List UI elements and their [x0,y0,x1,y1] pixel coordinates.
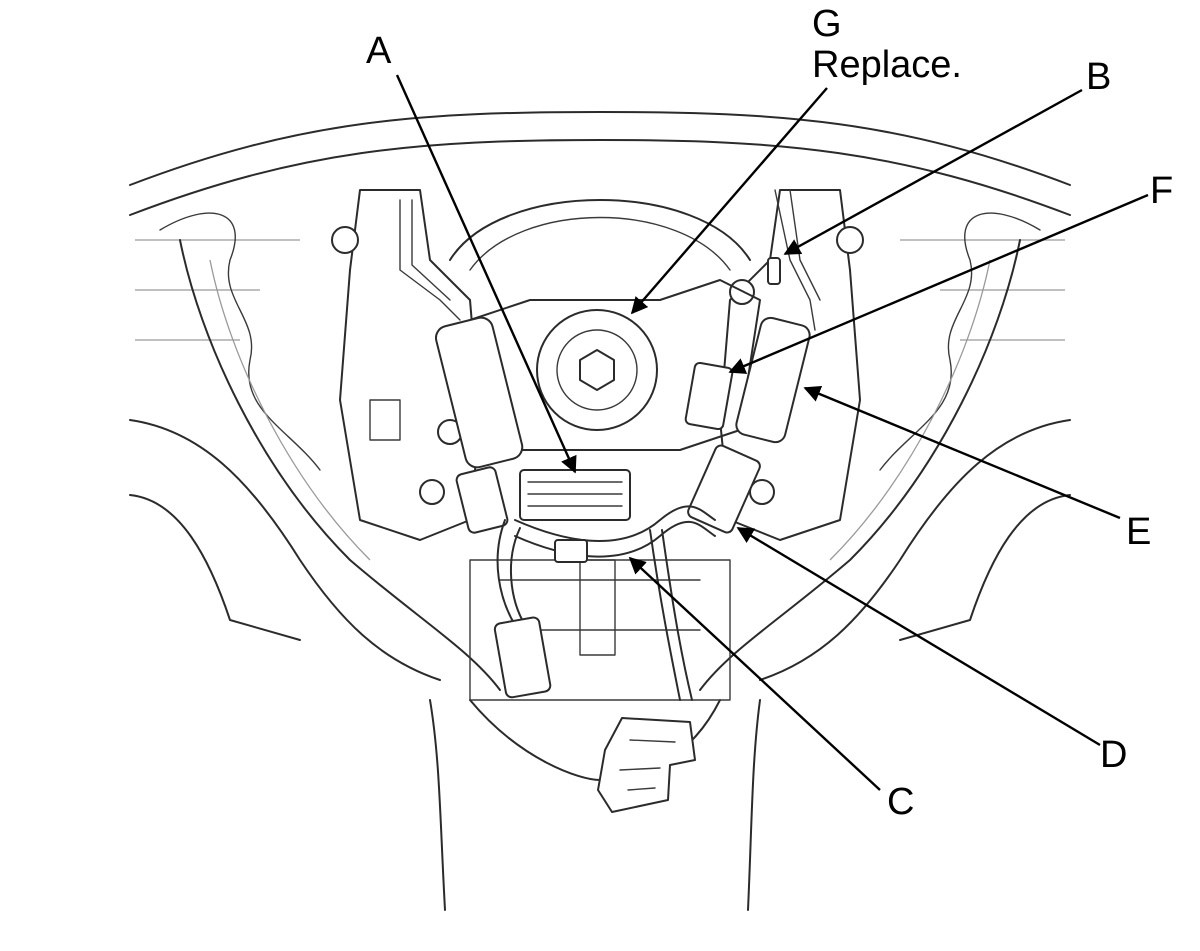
leader-a [395,74,577,474]
hub-nut [536,309,658,431]
lower-left-connector [493,616,552,699]
connector-c [554,539,588,563]
callout-b-label: B [1086,56,1112,98]
right-spoke [699,212,1071,691]
leader-b [783,88,1083,256]
callout-g-group: G Replace. [812,3,962,87]
callout-g-label: G [812,3,842,45]
leader-c [628,556,881,791]
leader-f [728,193,1149,374]
left-inflator [399,199,524,534]
hub-arc-inner [469,216,731,271]
callout-f-label: F [1150,170,1174,212]
lower-housing [429,559,761,911]
callout-a-label: A [366,30,392,72]
right-inflator [735,189,821,444]
hub-arc [449,199,751,261]
callout-d-label: D [1100,734,1128,776]
callout-g-note: Replace. [812,44,962,87]
leader-d [736,526,1101,747]
leader-e [803,386,1121,520]
callout-e-label: E [1126,511,1152,553]
left-spoke [129,212,501,691]
connector-b [767,257,781,285]
wheel-rim [129,111,1071,341]
hanging-connector [597,717,696,813]
callout-c-label: C [887,781,915,823]
connector-d [687,444,761,534]
clip-a [519,469,631,521]
leader-g [630,87,828,315]
wire-harness [496,505,716,701]
leader-lines [395,74,1149,791]
connector-f [684,361,734,431]
